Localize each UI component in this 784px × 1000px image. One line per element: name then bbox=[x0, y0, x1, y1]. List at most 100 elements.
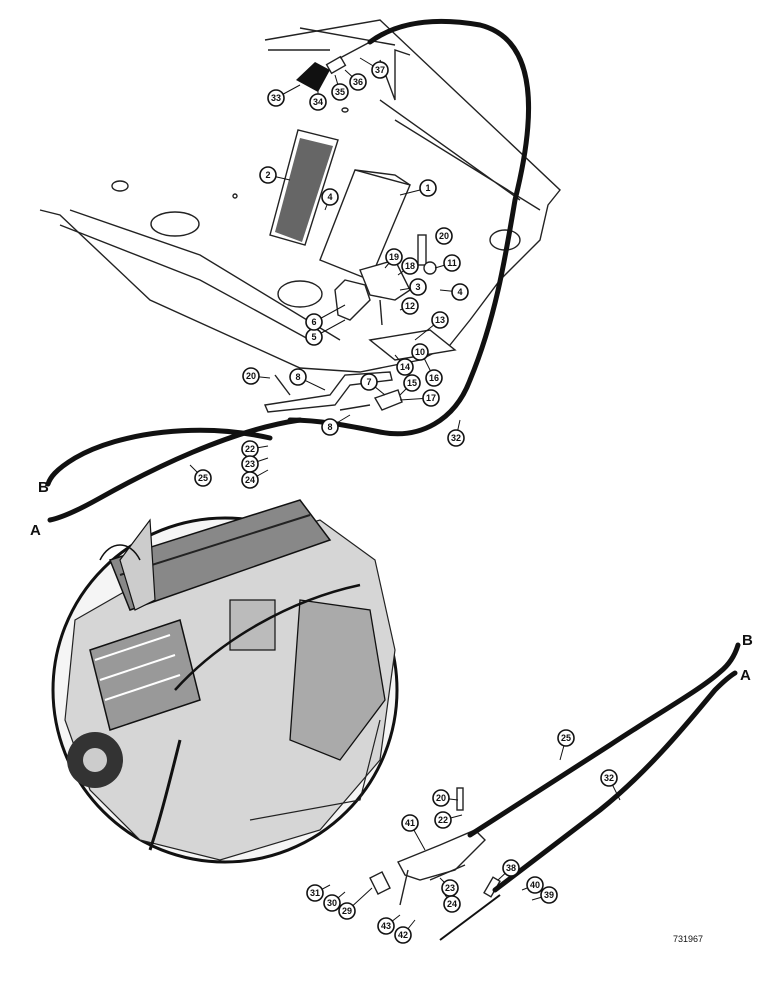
callout-33: 33 bbox=[267, 89, 285, 107]
callout-35: 35 bbox=[331, 83, 349, 101]
callout-38a: 38 bbox=[502, 859, 520, 877]
throttle-cable-25 bbox=[45, 427, 273, 487]
svg-text:39: 39 bbox=[544, 890, 554, 900]
svg-text:41: 41 bbox=[405, 818, 415, 828]
callout-14: 14 bbox=[396, 358, 414, 376]
svg-text:18: 18 bbox=[405, 261, 415, 271]
callout-32b: 32 bbox=[600, 769, 618, 787]
throttle-cable-32 bbox=[287, 18, 532, 437]
svg-text:36: 36 bbox=[353, 77, 363, 87]
callout-41: 41 bbox=[401, 814, 419, 832]
callout-32a: 32 bbox=[447, 429, 465, 447]
callout-31: 31 bbox=[306, 884, 324, 902]
cable-end-label-b-top: B bbox=[38, 479, 49, 496]
accelerator-pedal bbox=[269, 129, 437, 321]
svg-text:13: 13 bbox=[435, 315, 445, 325]
svg-text:29: 29 bbox=[342, 906, 352, 916]
svg-text:31: 31 bbox=[310, 888, 320, 898]
callout-15: 15 bbox=[403, 374, 421, 392]
svg-text:19: 19 bbox=[389, 252, 399, 262]
svg-text:1: 1 bbox=[425, 183, 430, 193]
svg-text:15: 15 bbox=[407, 378, 417, 388]
lower-cable-a bbox=[492, 670, 738, 893]
figure-number: 731967 bbox=[673, 934, 703, 944]
callout-2: 2 bbox=[259, 166, 277, 184]
callout-17: 17 bbox=[422, 389, 440, 407]
svg-text:2: 2 bbox=[265, 170, 270, 180]
callout-43: 43 bbox=[377, 917, 395, 935]
callout-12: 12 bbox=[401, 297, 419, 315]
callout-20c: 20 bbox=[432, 789, 450, 807]
cable-end-label-a-top: A bbox=[30, 522, 41, 539]
callout-group: 1 2 3 4 4 5 6 7 8 8 10 11 12 13 14 15 16… bbox=[194, 61, 618, 944]
callout-20a: 20 bbox=[435, 227, 453, 245]
callout-7: 7 bbox=[360, 373, 378, 391]
svg-text:25: 25 bbox=[561, 733, 571, 743]
callout-25b: 25 bbox=[557, 729, 575, 747]
callout-22b: 22 bbox=[434, 811, 452, 829]
svg-text:16: 16 bbox=[429, 373, 439, 383]
svg-text:24: 24 bbox=[245, 475, 255, 485]
callout-11: 11 bbox=[443, 254, 461, 272]
svg-text:34: 34 bbox=[313, 97, 323, 107]
svg-text:35: 35 bbox=[335, 87, 345, 97]
svg-text:7: 7 bbox=[366, 377, 371, 387]
svg-text:8: 8 bbox=[327, 422, 332, 432]
svg-text:5: 5 bbox=[311, 332, 316, 342]
svg-text:8: 8 bbox=[295, 372, 300, 382]
svg-text:4: 4 bbox=[327, 192, 332, 202]
callout-20b: 20 bbox=[242, 367, 260, 385]
callout-25a: 25 bbox=[194, 469, 212, 487]
svg-text:42: 42 bbox=[398, 930, 408, 940]
callout-10: 10 bbox=[411, 343, 429, 361]
svg-text:23: 23 bbox=[245, 459, 255, 469]
callout-4a: 4 bbox=[321, 188, 339, 206]
callout-5: 5 bbox=[305, 328, 323, 346]
callout-4b: 4 bbox=[451, 283, 469, 301]
cable-end-label-a-bottom: A bbox=[740, 667, 751, 684]
svg-text:40: 40 bbox=[530, 880, 540, 890]
svg-text:43: 43 bbox=[381, 921, 391, 931]
callout-39: 39 bbox=[540, 886, 558, 904]
callout-8a: 8 bbox=[289, 368, 307, 386]
lower-linkage bbox=[369, 787, 501, 941]
svg-text:38: 38 bbox=[506, 863, 516, 873]
callout-37: 37 bbox=[371, 61, 389, 79]
callout-3: 3 bbox=[409, 278, 427, 296]
callout-36: 36 bbox=[349, 73, 367, 91]
hand-throttle-knob bbox=[296, 41, 371, 92]
svg-text:3: 3 bbox=[415, 282, 420, 292]
svg-text:25: 25 bbox=[198, 473, 208, 483]
callout-22a: 22 bbox=[241, 440, 259, 458]
throttle-cable-a-upper bbox=[47, 417, 303, 523]
svg-text:6: 6 bbox=[311, 317, 316, 327]
cable-end-label-b-bottom: B bbox=[742, 632, 753, 649]
svg-text:12: 12 bbox=[405, 301, 415, 311]
svg-text:30: 30 bbox=[327, 898, 337, 908]
svg-text:10: 10 bbox=[415, 347, 425, 357]
callout-29: 29 bbox=[338, 902, 356, 920]
callout-34: 34 bbox=[309, 93, 327, 111]
callout-1: 1 bbox=[419, 179, 437, 197]
callout-23b: 23 bbox=[441, 879, 459, 897]
callout-13: 13 bbox=[431, 311, 449, 329]
svg-text:37: 37 bbox=[375, 65, 385, 75]
svg-text:4: 4 bbox=[457, 287, 462, 297]
callout-6: 6 bbox=[305, 313, 323, 331]
callout-40: 40 bbox=[526, 876, 544, 894]
svg-text:20: 20 bbox=[439, 231, 449, 241]
svg-text:20: 20 bbox=[436, 793, 446, 803]
svg-text:32: 32 bbox=[604, 773, 614, 783]
callout-8b: 8 bbox=[321, 418, 339, 436]
callout-42: 42 bbox=[394, 926, 412, 944]
callout-30a: 30 bbox=[323, 894, 341, 912]
callout-24b: 24 bbox=[443, 895, 461, 913]
callout-23a: 23 bbox=[241, 455, 259, 473]
svg-text:11: 11 bbox=[447, 258, 457, 268]
svg-text:20: 20 bbox=[246, 371, 256, 381]
lower-cable-25 bbox=[467, 642, 741, 838]
callout-18: 18 bbox=[401, 257, 419, 275]
callout-24a: 24 bbox=[241, 471, 259, 489]
floor-plate bbox=[39, 19, 561, 373]
